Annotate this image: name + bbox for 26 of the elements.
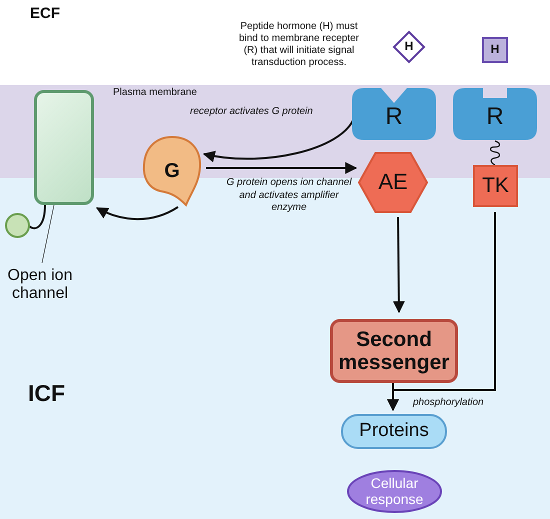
region-label: Plasma membrane: [113, 87, 197, 99]
hormone-diamond: H: [393, 31, 425, 63]
kinase-square: TK: [473, 165, 518, 207]
proteins-box: Proteins: [341, 414, 447, 449]
edge-label: phosphorylation: [413, 397, 484, 410]
receptor-shape: R: [453, 88, 537, 140]
cellular-response-ellipse: Cellular response: [347, 470, 442, 513]
connector-line: [28, 204, 46, 230]
arrow: [392, 216, 405, 314]
arrow: [387, 212, 496, 412]
note-text: Peptide hormone (H) must bind to membrane recepter (R) that will initiate signal transduction process.: [238, 21, 360, 69]
region-label: ICF: [28, 380, 66, 408]
leader-line: [42, 204, 54, 264]
receptor-shape: R: [352, 88, 436, 140]
coil-linker: [490, 140, 500, 166]
arrow: [206, 162, 358, 174]
curved-arrow: [96, 206, 178, 220]
enzyme-hexagon: AE: [358, 152, 428, 213]
region-label: ECF: [30, 5, 60, 23]
hormone-square: H: [482, 37, 508, 63]
second-messenger-box: Second messenger: [330, 319, 458, 383]
edge-label: receptor activates G protein: [190, 106, 313, 118]
g-protein-shape: G: [142, 135, 202, 207]
edge-label: G protein opens ion channel and activates amplifier enzyme: [226, 177, 352, 214]
ion-channel-shape: [34, 90, 94, 205]
ion-channel-label: Open ion channel: [0, 264, 80, 306]
